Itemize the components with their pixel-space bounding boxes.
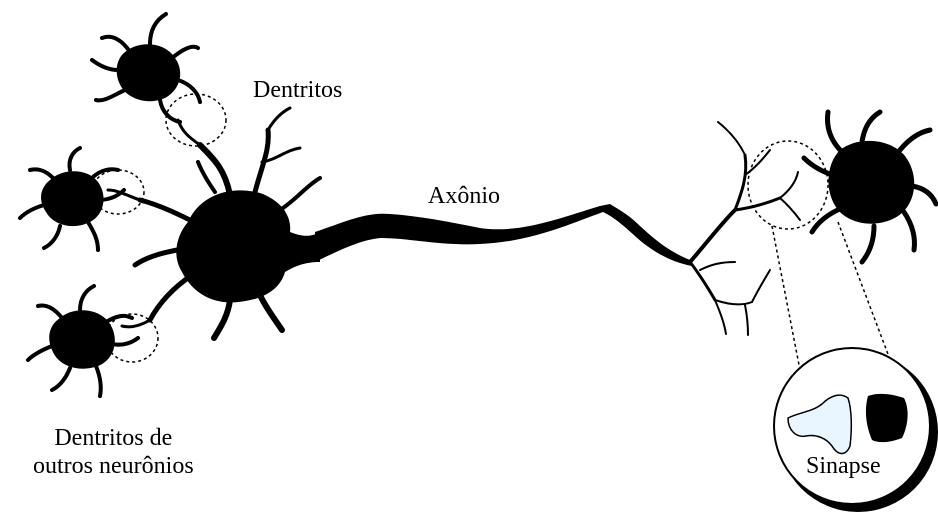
postsynaptic-terminal bbox=[866, 394, 908, 442]
label-sinapse: Sinapse bbox=[806, 452, 881, 480]
label-outros-neuronios: Dentritos de outros neurônios bbox=[33, 424, 194, 480]
target-neuron-right bbox=[804, 112, 936, 262]
label-outros-line2: outros neurônios bbox=[33, 452, 194, 480]
label-dentritos: Dentritos bbox=[253, 76, 342, 104]
label-outros-line1: Dentritos de bbox=[33, 424, 194, 452]
label-axonio: Axônio bbox=[428, 182, 500, 210]
small-neuron-middle bbox=[20, 148, 124, 250]
synapse-zoom-lines bbox=[772, 222, 894, 370]
axon-terminals bbox=[690, 122, 800, 335]
small-neuron-bottom bbox=[28, 286, 138, 396]
axon bbox=[315, 204, 692, 266]
small-neuron-top bbox=[92, 14, 200, 122]
synapse-magnified bbox=[774, 348, 938, 512]
main-neuron-soma bbox=[176, 190, 320, 302]
